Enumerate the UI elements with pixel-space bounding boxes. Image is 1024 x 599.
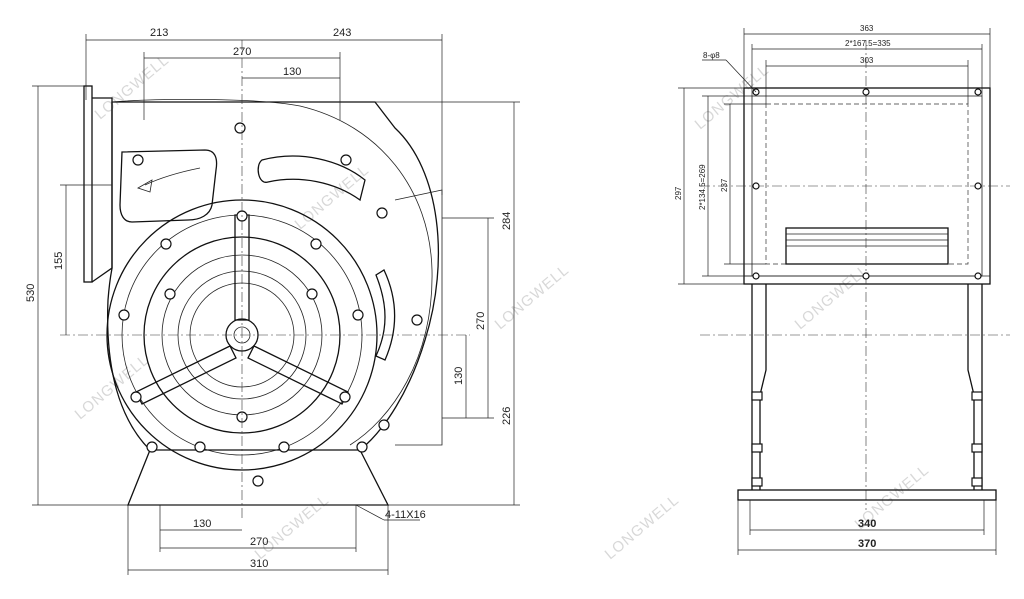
front-right-dimensions: 284 226 270 130 [375,101,520,506]
dim-284: 284 [501,212,513,230]
bolt [278,441,290,453]
watermarks: LONGWELL LONGWELL LONGWELL LONGWELL LONG… [72,51,933,563]
dim-243: 243 [333,27,351,39]
side-top-dimensions: 363 2*167.5=335 303 8-φ8 [702,24,991,104]
impeller-outline [765,103,969,265]
holes-callout: 4-11X16 [385,509,426,521]
front-bottom-dimensions: 130 270 310 4-11X16 [127,504,426,575]
dim-270-top: 270 [233,46,251,58]
dim-530: 530 [25,284,37,302]
bolt [234,122,246,134]
bolt [160,238,172,250]
support-arm [247,345,349,405]
housing-ring [106,199,378,471]
side-left-dimensions: 297 2*134.5=269 237 [674,87,766,285]
watermark: LONGWELL [492,261,573,333]
dim-297: 297 [674,186,683,200]
left-leg [751,284,767,490]
bolt [862,272,870,280]
outlet-duct [91,97,113,283]
bolt [974,182,982,190]
bolt [971,443,983,453]
bolt [752,272,760,280]
side-view: 363 2*167.5=335 303 8-φ8 297 2*134.5=269 [674,24,1010,555]
watermark: LONGWELL [602,491,683,563]
dim-270-right: 270 [475,312,487,330]
dim-213: 213 [150,27,168,39]
bolt [862,88,870,96]
watermark: LONGWELL [72,351,153,423]
bolt [252,475,264,487]
bolt [974,272,982,280]
side-bottom-dimensions: 340 370 [737,500,997,555]
bolt-callout: 8-φ8 [703,51,720,60]
dim-363: 363 [860,24,874,33]
watermark: LONGWELL [92,51,173,123]
base-plate [737,489,997,501]
dim-335: 2*167.5=335 [845,39,891,48]
dim-130-bottom: 130 [193,518,211,530]
bolt [971,391,983,401]
bolt [411,314,423,326]
bolts [118,122,423,487]
front-view: 213 243 270 130 530 155 284 226 [25,27,520,575]
watermark: LONGWELL [792,261,873,333]
dim-340: 340 [858,518,876,530]
bolt [310,238,322,250]
bolt [339,391,351,403]
scroll-housing [106,101,440,451]
scroll-inner [111,98,433,446]
housing-slot [375,269,396,361]
right-leg [967,284,983,490]
dim-155: 155 [53,252,65,270]
dim-237: 237 [720,178,729,192]
dim-130-right: 130 [453,367,465,385]
outlet-flange [83,85,93,283]
dim-270-bottom: 270 [250,536,268,548]
bolt [352,309,364,321]
outlet-guide [394,189,443,446]
bolt [164,288,176,300]
front-left-dimensions: 530 155 [25,85,128,506]
front-top-dimensions: 213 243 270 130 [85,27,443,195]
bolt [118,309,130,321]
bolt [971,477,983,487]
housing-slot [257,155,366,202]
bolt [751,391,763,401]
bolt [376,207,388,219]
dim-130-top: 130 [283,66,301,78]
bolt [974,88,982,96]
dim-370: 370 [858,538,876,550]
watermark: LONGWELL [252,491,333,563]
dim-226: 226 [501,407,513,425]
arrow-icon [137,179,153,193]
bolt [194,441,206,453]
direction-arrow [144,167,201,186]
bolt [306,288,318,300]
bolt [751,477,763,487]
support-arm [234,214,250,321]
dim-269: 2*134.5=269 [698,164,707,210]
watermark: LONGWELL [692,61,773,133]
bolt [378,419,390,431]
bolt [130,391,142,403]
bolt [146,441,158,453]
bolt [356,441,368,453]
side-bolts [751,88,983,487]
bolt [751,443,763,453]
bolt [132,154,144,166]
support-arm [135,345,237,405]
dim-303: 303 [860,56,874,65]
arrow-plate [119,149,218,223]
bolt [340,154,352,166]
bolt [752,182,760,190]
dim-310: 310 [250,558,268,570]
